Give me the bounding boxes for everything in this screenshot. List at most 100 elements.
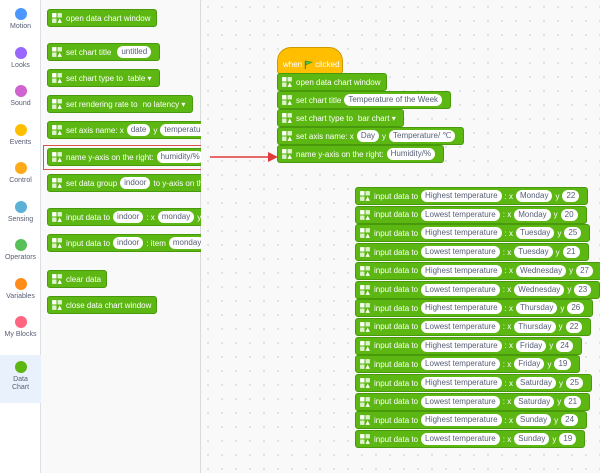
script-set-type-block[interactable]: set chart type to bar chart ▾ — [277, 109, 404, 127]
day-input[interactable]: Saturday — [515, 377, 557, 389]
category-motion[interactable]: Motion — [0, 8, 41, 48]
group-input[interactable]: Highest temperature — [421, 339, 502, 352]
category-sound[interactable]: Sound — [0, 85, 41, 125]
script-set-axis-block[interactable]: set axis name: x Day y Temperature/ ℃ — [277, 127, 465, 145]
day-input[interactable]: Monday — [514, 208, 551, 221]
value-input[interactable]: 24 — [556, 339, 574, 352]
value-input[interactable]: 21 — [562, 246, 580, 259]
palette-set-group-block[interactable]: set data group indoor to y-axis on the l… — [47, 174, 235, 192]
block-palette: open data chart window set chart title u… — [41, 0, 257, 473]
day-input[interactable]: Wednesday — [514, 283, 565, 296]
chart-type-dropdown[interactable]: table ▾ — [128, 74, 152, 83]
y-right-input[interactable]: Humidity/% — [386, 148, 436, 160]
day-input[interactable]: Monday — [515, 190, 553, 202]
rate-dropdown[interactable]: no latency ▾ — [143, 100, 186, 109]
group-input[interactable]: indoor — [120, 177, 151, 189]
x-axis-input[interactable]: date — [126, 124, 151, 136]
script-open-window-block[interactable]: open data chart window — [277, 73, 387, 91]
palette-close-window-block[interactable]: close data chart window — [47, 296, 158, 314]
palette-clear-block[interactable]: clear data — [47, 270, 108, 288]
x-input[interactable]: monday — [157, 211, 195, 223]
title-input[interactable]: untitled — [117, 46, 152, 58]
group-input[interactable]: Highest temperature — [421, 190, 502, 202]
day-input[interactable]: Tuesday — [514, 246, 553, 259]
x-axis-input[interactable]: Day — [356, 130, 380, 142]
day-input[interactable]: Tuesday — [515, 227, 555, 240]
script-set-title-block[interactable]: set chart title Temperature of the Week — [277, 91, 452, 109]
category-variables[interactable]: Variables — [0, 277, 41, 318]
group-input[interactable]: indoor — [113, 237, 144, 249]
category-events[interactable]: Events — [0, 123, 41, 164]
day-input[interactable]: Friday — [514, 358, 545, 371]
palette-set-type-block[interactable]: set chart type to table ▾ — [47, 69, 160, 87]
group-input[interactable]: indoor — [113, 211, 144, 223]
day-input[interactable]: Wednesday — [515, 264, 567, 277]
day-input[interactable]: Saturday — [514, 395, 555, 408]
item-input[interactable]: monday — [168, 237, 206, 249]
category-control[interactable]: Control — [0, 162, 41, 202]
value-input[interactable]: 19 — [559, 433, 577, 446]
value-input[interactable]: 26 — [567, 302, 585, 315]
when-flag-clicked-block[interactable]: when clicked — [277, 47, 343, 74]
palette-set-axis-block[interactable]: set axis name: x date y temperature/ ℃ — [47, 121, 234, 139]
value-input[interactable]: 21 — [564, 395, 582, 408]
data-chart-icon — [360, 284, 370, 295]
palette-name-y-right-block[interactable]: name y-axis on the right: humidity/% — [47, 148, 213, 166]
day-input[interactable]: Sunday — [515, 414, 552, 427]
dropdown-value: no latency — [142, 99, 180, 109]
value-input[interactable]: 22 — [562, 190, 580, 202]
chart-type-dropdown[interactable]: bar chart ▾ — [358, 114, 396, 123]
value-input[interactable]: 23 — [574, 283, 592, 296]
group-input[interactable]: Lowest temperature — [421, 208, 500, 221]
y-axis-input[interactable]: Temperature/ ℃ — [389, 130, 456, 142]
group-input[interactable]: Lowest temperature — [421, 395, 500, 408]
group-input[interactable]: Lowest temperature — [421, 433, 500, 446]
script-name-y-right-block[interactable]: name y-axis on the right: Humidity/% — [277, 145, 445, 163]
category-looks[interactable]: Looks — [0, 46, 41, 87]
palette-set-rate-block[interactable]: set rendering rate to no latency ▾ — [47, 95, 194, 113]
group-input[interactable]: Lowest temperature — [421, 246, 500, 259]
day-input[interactable]: Friday — [515, 339, 547, 352]
y-right-input[interactable]: humidity/% — [156, 151, 204, 163]
group-input[interactable]: Lowest temperature — [421, 358, 500, 371]
category-sensing[interactable]: Sensing — [0, 200, 41, 241]
value-input[interactable]: 19 — [554, 358, 572, 371]
group-input[interactable]: Highest temperature — [421, 264, 502, 277]
group-input[interactable]: Highest temperature — [421, 377, 502, 389]
group-input[interactable]: Lowest temperature — [421, 283, 500, 296]
palette-set-title-block[interactable]: set chart title untitled — [47, 43, 161, 61]
category-my-blocks[interactable]: My Blocks — [0, 316, 41, 356]
day-input[interactable]: Thursday — [514, 320, 556, 333]
value-input[interactable]: 27 — [576, 264, 593, 277]
group-input[interactable]: Highest temperature — [421, 227, 502, 240]
day-input[interactable]: Sunday — [514, 433, 550, 446]
category-data-chart[interactable]: Data Chart — [0, 354, 41, 403]
value-input[interactable]: 20 — [560, 208, 578, 221]
value-input[interactable]: 22 — [565, 320, 583, 333]
title-input[interactable]: Temperature of the Week — [344, 94, 443, 106]
value-input[interactable]: 25 — [566, 377, 583, 389]
group-input[interactable]: Highest temperature — [421, 414, 502, 427]
day-input[interactable]: Thursday — [515, 302, 558, 315]
palette-open-window-block[interactable]: open data chart window — [47, 9, 157, 27]
group-input[interactable]: Highest temperature — [421, 302, 502, 315]
value-input[interactable]: 25 — [564, 227, 582, 240]
group-input[interactable]: Lowest temperature — [421, 320, 500, 333]
category-operators[interactable]: Operators — [0, 239, 41, 279]
value-input[interactable]: 24 — [561, 414, 579, 427]
highlight-frame — [43, 145, 207, 170]
